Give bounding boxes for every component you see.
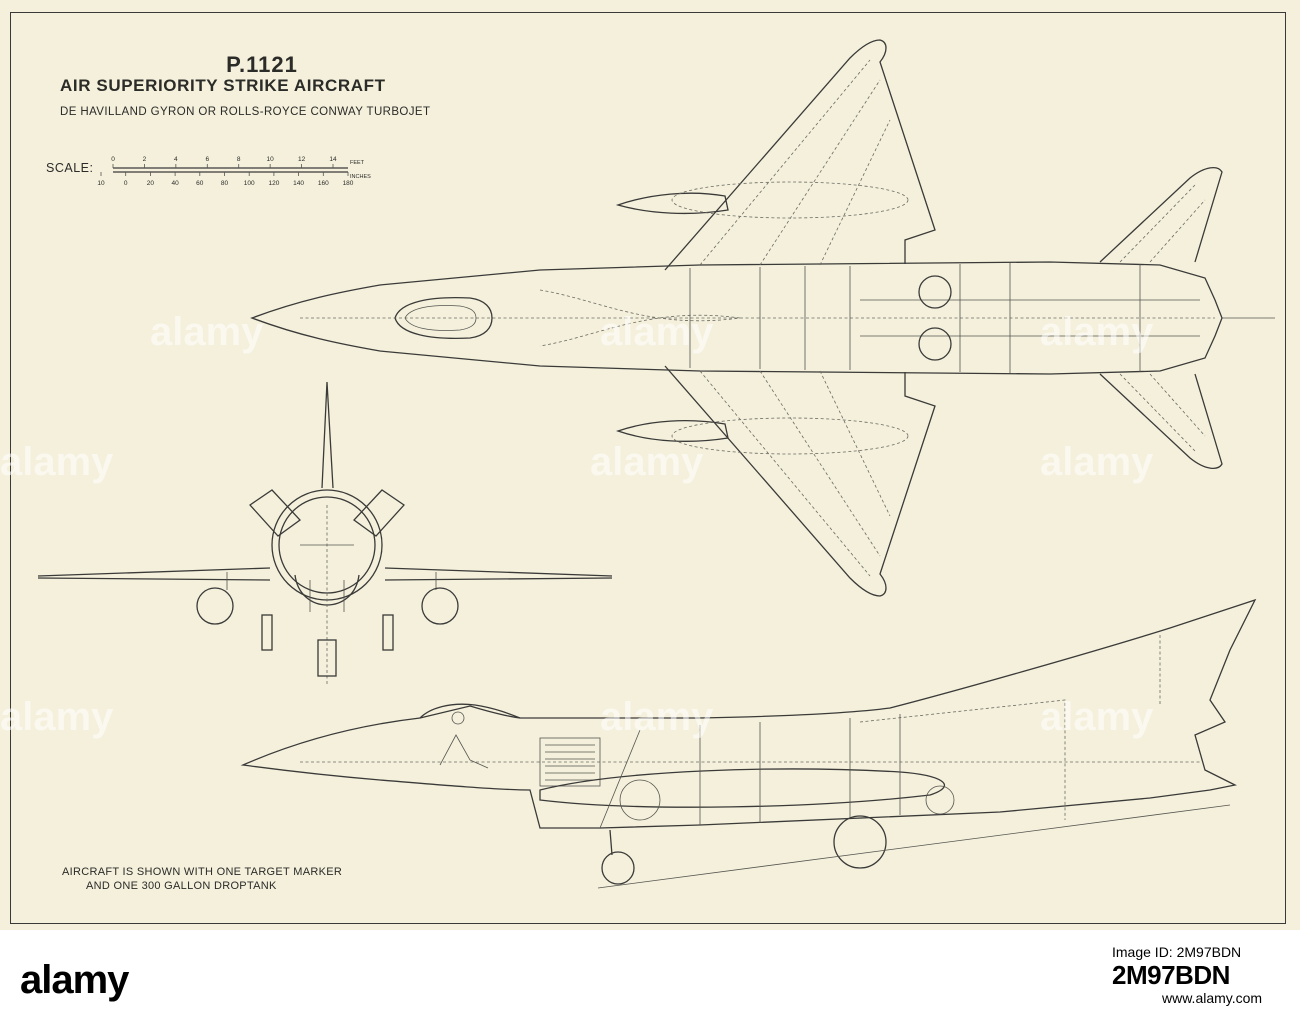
scale-tick-label: 12: [298, 156, 306, 163]
scale-tick-label: 10: [97, 180, 105, 187]
plan-wing-lower: [664, 365, 936, 597]
scale-tick-label: 0: [124, 180, 128, 187]
scale-inches-unit: INCHES: [350, 174, 371, 180]
plan-droptank-lower: [615, 420, 729, 442]
scale-tick-label: 100: [244, 180, 255, 187]
scale-tick-label: 60: [196, 180, 204, 187]
blueprint-sheet: P.1121 AIR SUPERIORITY STRIKE AIRCRAFT D…: [0, 0, 1300, 930]
scale-feet-ticks: 0 2 4 6 8 10 12 14: [111, 156, 337, 168]
scale-tick-label: 0: [111, 156, 115, 163]
scale-tick-label: 140: [293, 180, 304, 187]
scale-feet-unit: FEET: [350, 160, 365, 166]
plan-canopy: [394, 296, 493, 340]
front-intake-right: [353, 489, 405, 537]
scale-tick-label: 4: [174, 156, 178, 163]
watermark-text: alamy: [0, 695, 114, 739]
watermark-text: alamy: [0, 440, 114, 484]
front-view: [37, 381, 613, 685]
scale-tick-label: 8: [237, 156, 241, 163]
scale-tick-label: 14: [329, 156, 337, 163]
scale-tick-label: 120: [268, 180, 279, 187]
plan-wing-upper: [664, 39, 936, 271]
scale-tick-label: 10: [267, 156, 275, 163]
watermark-text: alamy: [1040, 440, 1154, 484]
side-droptank: [539, 768, 945, 808]
plan-view: [250, 39, 1275, 597]
side-canopy: [419, 703, 521, 719]
alamy-logo[interactable]: alamy: [20, 958, 129, 1002]
scale-tick-label: 2: [143, 156, 147, 163]
scale-tick-label: 40: [171, 180, 179, 187]
side-fuselage: [240, 598, 1257, 829]
scale-tick-label: 20: [147, 180, 155, 187]
side-view: [240, 598, 1257, 889]
front-intake-left: [249, 489, 301, 537]
watermark-text: alamy: [150, 310, 264, 354]
drawing-note-line-2: AND ONE 300 GALLON DROPTANK: [86, 880, 277, 892]
plan-tailplane-upper: [1099, 167, 1223, 263]
stock-footer: alamy: [0, 930, 1300, 1021]
drawing-title: P.1121: [226, 52, 298, 77]
image-id-value: 2M97BDN: [1112, 960, 1230, 990]
engine-note: DE HAVILLAND GYRON OR ROLLS-ROYCE CONWAY…: [60, 106, 431, 118]
front-fin: [321, 381, 334, 489]
watermark-layer: alamy alamy alamy alamy alamy alamy alam…: [0, 310, 1154, 739]
scale-tick-label: 6: [205, 156, 209, 163]
site-url-link[interactable]: www.alamy.com: [1162, 990, 1263, 1006]
drawing-subtitle: AIR SUPERIORITY STRIKE AIRCRAFT: [60, 76, 386, 95]
watermark-text: alamy: [1040, 310, 1154, 354]
plan-tailplane-lower: [1099, 373, 1223, 469]
image-id-label: Image ID: 2M97BDN: [1112, 944, 1242, 960]
drawing-border: [10, 12, 1286, 924]
watermark-text: alamy: [590, 440, 704, 484]
drawing-note-line-1: AIRCRAFT IS SHOWN WITH ONE TARGET MARKER: [62, 866, 343, 878]
watermark-text: alamy: [1040, 695, 1154, 739]
watermark-text: alamy: [600, 310, 714, 354]
plan-droptank-upper: [615, 192, 729, 215]
watermark-text: alamy: [600, 695, 714, 739]
scale-tick-label: 80: [221, 180, 229, 187]
scale-label: SCALE:: [46, 161, 94, 175]
scale-tick-label: 180: [343, 180, 354, 187]
scale-tick-label: 160: [318, 180, 329, 187]
